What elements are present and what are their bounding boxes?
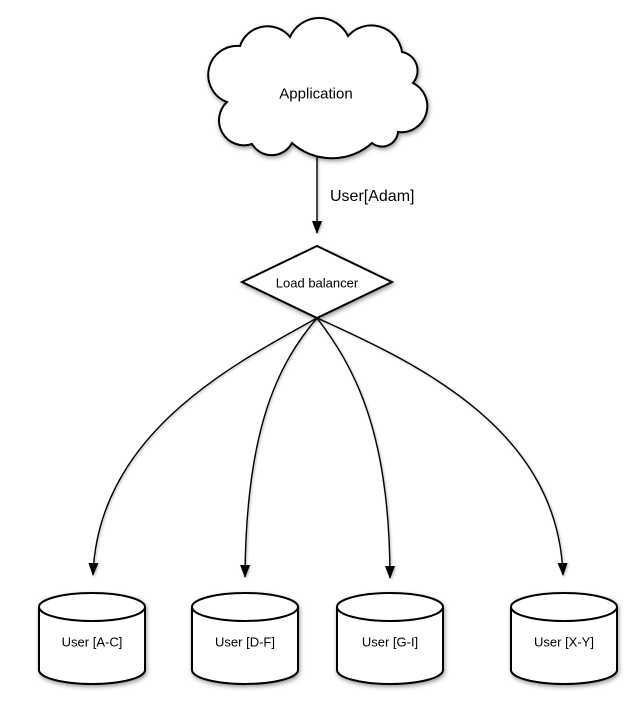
lb-to-shard-3-arrow: [316, 317, 395, 579]
database-cylinder-4: [510, 592, 618, 685]
shard-label-3: User [G-I]: [361, 634, 419, 650]
database-cylinder-2: [191, 592, 299, 685]
lb-to-shard-2-arrow: [240, 317, 318, 578]
database-cylinder-1: [38, 592, 146, 685]
lb-to-shard-1-arrow: [88, 317, 318, 576]
load-balancer-label: Load balancer: [275, 275, 359, 291]
cloud-shape: [207, 17, 429, 160]
database-cylinder-3: [336, 592, 444, 685]
shard-label-2: User [D-F]: [215, 634, 275, 650]
edge-label-user-adam: User[Adam]: [330, 188, 415, 205]
application-label: Application: [279, 85, 353, 103]
shard-label-4: User [X-Y]: [534, 634, 594, 650]
lb-to-shard-4-arrow: [316, 317, 568, 576]
shard-label-1: User [A-C]: [61, 634, 123, 650]
